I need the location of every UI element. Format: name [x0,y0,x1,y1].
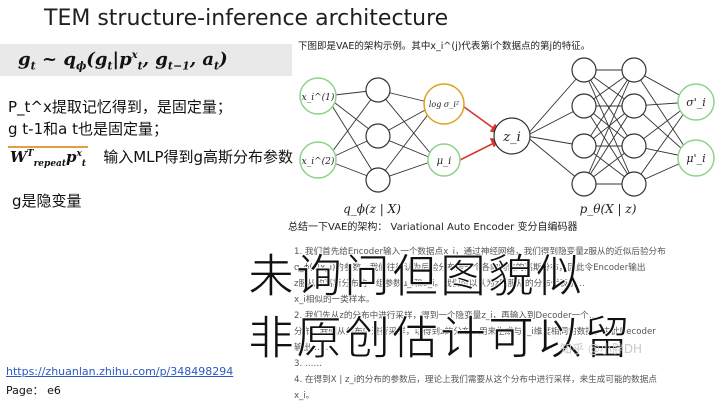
hidden-node [571,57,597,83]
formula: gt ~ qϕ(gt|pxt, gt−1, at) [18,49,228,73]
source-link[interactable]: https://zhuanlan.zhihu.com/p/348498294 [6,365,234,378]
z-label: z_i [502,130,521,145]
input-label-2: x_i^(2) [302,156,335,167]
mu-node [427,143,461,177]
vae-paragraphs: 1. 我们首先给Encoder输入一个数据点x_i，通过神经网络，我们得到隐变量… [294,244,666,404]
overlay-line-1: 未询问但图貌似 [248,249,584,303]
vae-summary: 总结一下VAE的架构： Variational Auto Encoder 变分自… [288,222,578,233]
hidden-node [571,171,597,197]
hidden-node [621,93,647,119]
hidden-node [365,77,391,103]
g-latent-note: g是隐变量 [12,192,82,210]
paragraph-line: x_i。 [294,391,315,401]
paragraph-line: z服从的高斯分布的一组参数μ_i和σ_i。我们可以认为z所服从的分布代表了... [294,279,585,289]
hidden-node [365,123,391,149]
encoder-nodes [299,77,531,193]
paragraph-line: 2. 我们先从z的分布中进行采样，得到一个隐变量z_i，再输入到Decoder一… [294,311,598,321]
paragraph-line: 3. …… [294,359,323,369]
paragraph-line: q_ϕ(z|x_i)的参数。我们往往认为后验分布是一个各向同性的高斯分布，因此令… [294,263,646,273]
w-repeat-text: 输入MLP得到g高斯分布参数 [103,148,294,166]
paragraph-line: 4. 在得到X | z_i的分布的参数后，理论上我们需要从这个分布中进行采样，来… [294,375,657,385]
latent-z-node [493,117,531,155]
encoder-label: q_ϕ(z | X) [343,202,401,216]
hidden-node [571,133,597,159]
output-mu-node [677,139,715,177]
vae-diagram: x_i^(1) x_i^(2) log σ_i² μ_i z_i σ'_i μ'… [299,57,715,216]
zhihu-watermark: 知乎 @小胖DH [560,342,643,356]
decoder-label: p_θ(X | z) [580,202,637,216]
hidden-node [621,171,647,197]
hidden-node [571,93,597,119]
input-label-1: x_i^(1) [302,92,335,103]
panel-caption: 下图即是VAE的架构示例。其中x_i^(j)代表第i个数据点的第j的特征。 [298,41,591,52]
mu-label: μ_i [437,156,452,167]
w-repeat-row: WTrepeatpxt 输入MLP得到g高斯分布参数 [8,146,293,169]
note-px-fixed: P_t^x提取记忆得到，是固定量； [8,98,232,116]
logvar-node [423,83,465,125]
hidden-node [621,57,647,83]
formula-background [0,44,292,76]
output-sigma-node [677,83,715,121]
vae-panel: 下图即是VAE的架构示例。其中x_i^(j)代表第i个数据点的第j的特征。 [288,34,720,404]
overlay-line-2: 非原创估计可以留 [248,311,632,365]
slide-title: TEM structure-inference architecture [44,6,449,31]
hidden-node [365,167,391,193]
mu-out-label: μ'_i [686,152,705,165]
w-repeat-symbol: WTrepeatpxt [8,146,89,169]
hidden-node [621,133,647,159]
paragraph-line: 分布。我们从分布中进行采样，以得到z的分布，用来生成与x_i维度相同的数据，由此… [294,327,656,337]
paragraph-line: 1. 我们首先给Encoder输入一个数据点x_i，通过神经网络，我们得到隐变量… [294,247,666,257]
note-g-a-fixed: g t-1和a t也是固定量； [8,120,168,138]
sigma-out-label: σ'_i [686,96,706,109]
decoder-nodes [571,57,715,197]
input-node-1 [299,77,337,115]
paragraph-line: x_i相似的一类样本。 [294,295,375,305]
page-label: Page： e6 [6,384,61,397]
paragraph-line: 输出…… [294,343,329,353]
input-node-2 [299,141,337,179]
logvar-label: log σ_i² [429,100,459,109]
